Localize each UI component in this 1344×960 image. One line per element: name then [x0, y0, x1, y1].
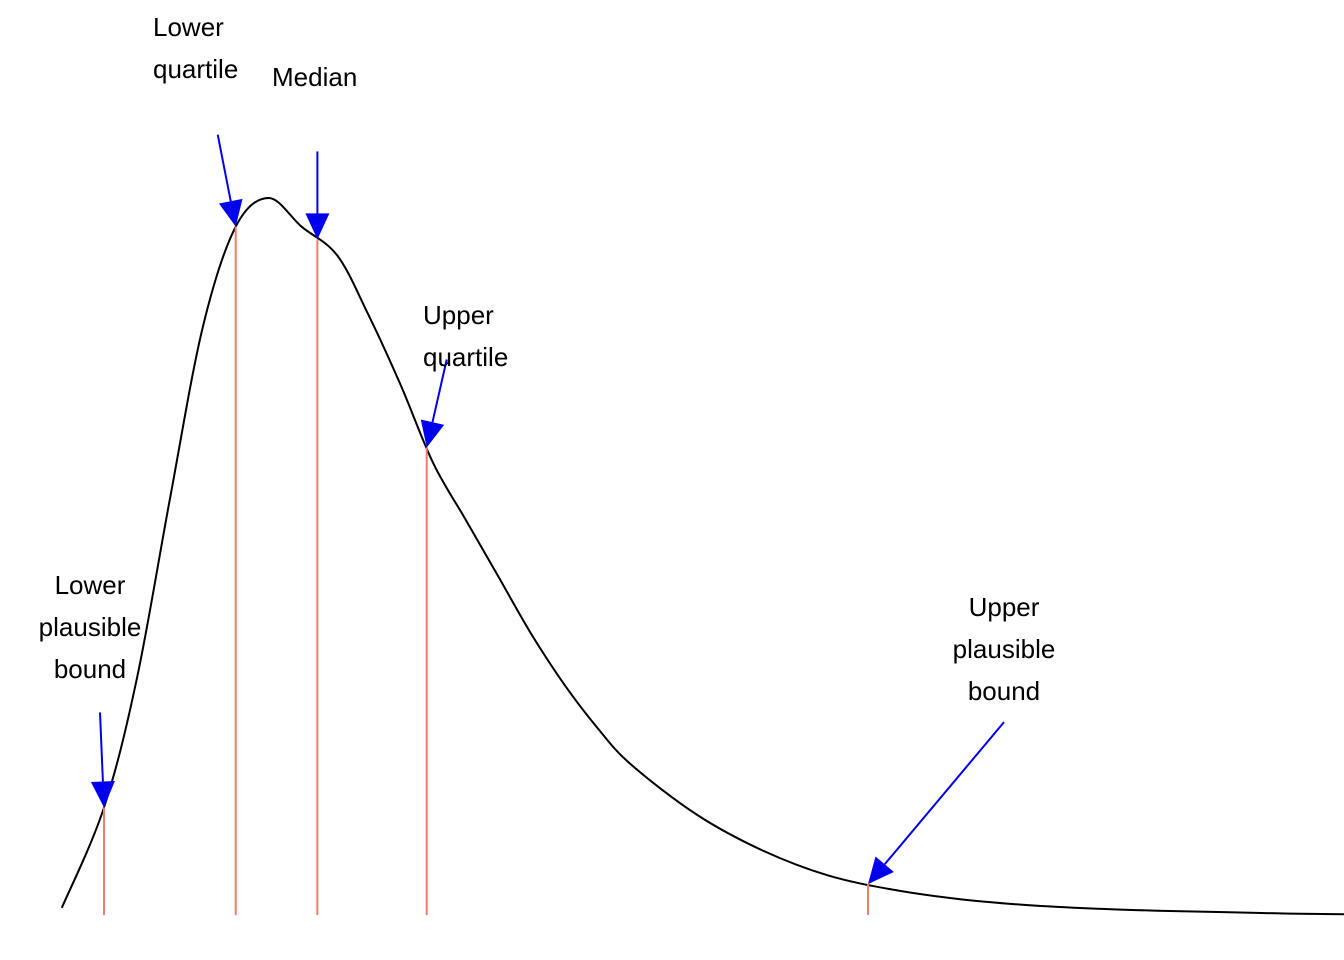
- annotation-label-line: bound: [54, 654, 126, 684]
- annotation-arrow-head: [420, 419, 445, 448]
- annotation-label-line: plausible: [39, 612, 142, 642]
- annotation-label-line: bound: [968, 676, 1040, 706]
- annotation-arrow-shaft: [431, 359, 448, 423]
- arrow-layer: [90, 134, 1005, 885]
- annotation-label: Lower plausible bound: [39, 570, 142, 684]
- annotation-label-line: Lower: [153, 12, 224, 42]
- annotation-label: Upper plausible bound: [953, 592, 1056, 706]
- annotation-label-line: Median: [272, 62, 357, 92]
- density-curve: [60, 196, 1344, 916]
- annotation-arrow-shaft: [99, 712, 104, 782]
- annotation-label-line: Upper: [969, 592, 1040, 622]
- marker-layer: [103, 226, 869, 915]
- annotation-label-line: Lower: [55, 570, 126, 600]
- annotation-label: Lower quartile: [153, 12, 238, 84]
- annotation-arrow-head: [305, 213, 330, 240]
- annotation-label-line: quartile: [423, 342, 508, 372]
- label-layer: Lower plausible bound Lower quartile MedianUp…: [39, 12, 1056, 706]
- annotation-arrow-shaft: [216, 134, 232, 202]
- annotation-label-line: Upper: [423, 300, 494, 330]
- annotation-label-line: plausible: [953, 634, 1056, 664]
- annotation-label: Upper quartile: [423, 300, 508, 372]
- annotation-label: Median: [272, 62, 357, 92]
- annotation-arrow-head: [218, 198, 243, 227]
- annotation-label-line: quartile: [153, 54, 238, 84]
- annotation-arrow-shaft: [883, 721, 1005, 865]
- annotation-arrow-head: [90, 780, 115, 808]
- annotation-arrow-head: [868, 856, 894, 885]
- curve-layer: [60, 196, 1344, 916]
